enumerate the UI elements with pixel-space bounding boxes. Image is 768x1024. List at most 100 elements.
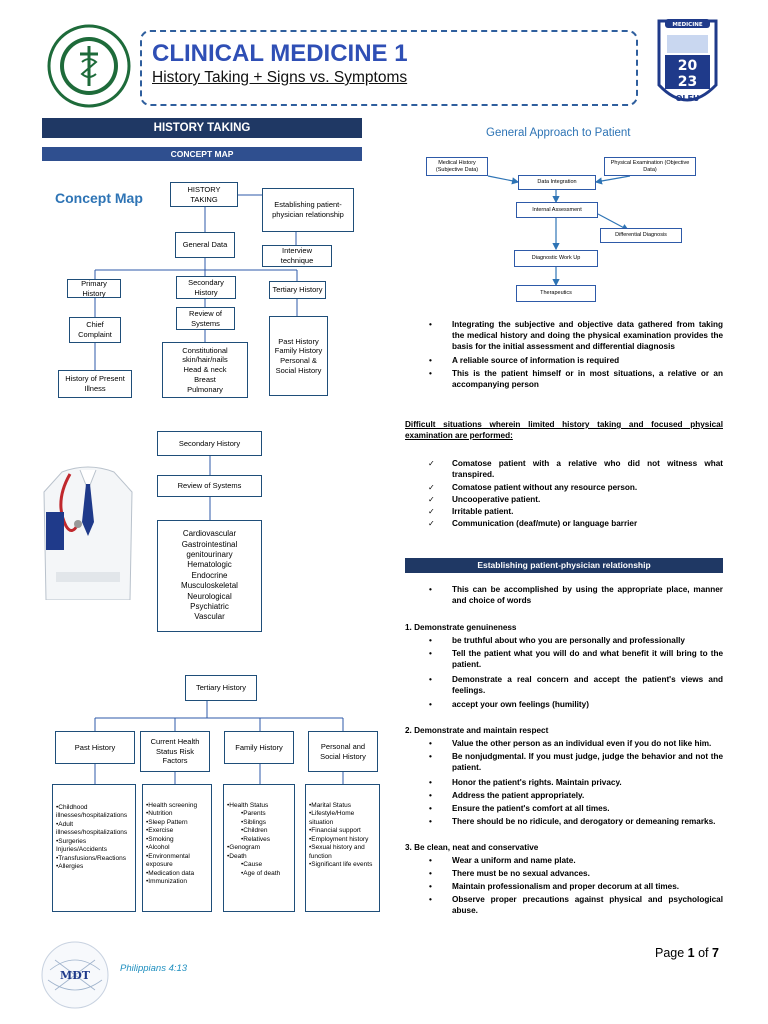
section-item: accept your own feelings (humility) [429,700,723,711]
tertiary-item: Social History [275,365,322,375]
map-primary-history: Primary History [67,279,121,298]
system-item: Head & neck [183,365,227,375]
system-item: Neurological [187,591,232,601]
difficult-item: Communication (deaf/mute) or language ba… [428,519,723,530]
map3-past-list: •Childhood illnesses/hospitalizations •A… [52,784,136,912]
list-item: •Alcohol [146,844,170,852]
section-item: Address the patient appropriately. [429,791,723,802]
bible-verse: Philippians 4:13 [120,963,188,974]
list-item: •Health screening [146,802,198,809]
list-item: •Age of death [241,869,281,877]
system-item: Endocrine [191,570,228,580]
system-item: genitourinary [186,550,233,560]
establishing-intro: This can be accomplished by using the ap… [429,585,723,607]
svg-text:23: 23 [678,74,697,90]
list-item: •Immunization [146,877,187,885]
map-systems-list: Constitutional skin/hair/nails Head & ne… [162,342,248,398]
map-secondary-history: Secondary History [176,276,236,299]
svg-text:MDT: MDT [60,969,91,982]
university-seal-logo [42,24,136,108]
approach-bullet: A reliable source of information is requ… [429,356,723,367]
list-item: •Death [227,852,247,860]
list-item: Injuries/Accidents [56,846,107,854]
svg-text:OLFU: OLFU [676,94,700,103]
map-establishing-relationship: Establishing patient-physician relations… [262,188,354,232]
tertiary-item: Personal & [280,356,317,365]
section-item: Wear a uniform and name plate. [429,856,723,867]
approach-bullet: This is the patient himself or in most s… [429,369,723,391]
system-item: Constitutional [182,345,228,355]
list-item: •Childhood illnesses/hospitalizations [56,804,128,820]
map3-personal-list: •Marital Status •Lifestyle/Home situatio… [305,784,380,912]
list-item: •Sleep Pattern [146,818,188,826]
section-item: Honor the patient's rights. Maintain pri… [429,778,723,789]
map3-past-history: Past History [55,731,135,764]
map3-tertiary-history: Tertiary History [185,675,257,701]
list-item: •Cause [241,861,263,869]
flow-differential-diagnosis: Differential Diagnosis [600,228,682,243]
map-general-data: General Data [175,232,235,258]
list-item: •Adult illnesses/hospitalizations [56,820,128,837]
list-item: •Financial support [309,827,361,835]
map-chief-complaint: Chief Complaint [69,317,121,343]
tertiary-item: Past History [278,336,319,346]
doctor-illustration [42,462,134,601]
list-item: •Parents [241,810,266,818]
history-taking-bar: HISTORY TAKING [42,118,362,138]
map-tertiary-history: Tertiary History [269,281,326,299]
map3-family-list: •Health Status •Parents •Siblings •Child… [223,784,295,912]
approach-bullet: Integrating the subjective and objective… [429,320,723,353]
mdt-footer-logo: MDT [40,940,110,1010]
section-item: Be nonjudgmental. If you must judge, jud… [429,752,723,774]
page-title: CLINICAL MEDICINE 1 [152,40,408,67]
header-frame [140,30,638,106]
difficult-item: Comatose patient without any resource pe… [428,483,723,494]
system-item: Breast [194,374,216,384]
establishing-relationship-bar: Establishing patient-physician relations… [405,558,723,573]
list-item: •Nutrition [146,810,173,818]
section-item: Maintain professionalism and proper deco… [429,882,723,893]
svg-text:20: 20 [678,58,698,74]
section-item: Tell the patient what you will do and wh… [429,649,723,671]
section-item: Ensure the patient's comfort at all time… [429,804,723,815]
map3-current-health: Current Health Status Risk Factors [140,731,210,772]
flow-internal-assessment: Internal Assessment [516,202,598,218]
list-item: •Medication data [146,869,195,877]
section-heading: 2. Demonstrate and maintain respect [405,726,549,735]
tertiary-item: Family History [274,346,323,356]
section-heading: 1. Demonstrate genuineness [405,623,517,632]
list-item: •Relatives [241,835,271,843]
flow-data-integration: Data Integration [518,175,596,190]
map2-secondary-history: Secondary History [157,431,262,456]
section-heading: 3. Be clean, neat and conservative [405,843,539,852]
section-item: Value the other person as an individual … [429,739,723,750]
list-item: •Siblings [241,818,267,826]
map3-current-list: •Health screening •Nutrition •Sleep Patt… [142,784,212,912]
list-item: •Lifestyle/Home situation [309,810,355,826]
system-item: skin/hair/nails [182,355,228,365]
flow-medical-history: Medical History (Subjective Data) [426,157,488,176]
svg-text:MEDICINE: MEDICINE [672,22,703,28]
concept-map-heading: Concept Map [55,190,143,206]
system-item: Musculoskeletal [181,581,238,591]
flow-diagnostic-workup: Diagnostic Work Up [514,250,598,267]
map2-systems-list: Cardiovascular Gastrointestinal genitour… [157,520,262,632]
list-item: •Genogram [227,844,260,852]
general-approach-heading: General Approach to Patient [486,127,631,139]
list-item: •Marital Status [309,802,352,809]
map-tertiary-list: Past History Family History Personal & S… [269,316,328,396]
flow-physical-exam: Physical Examination (Objective Data) [604,157,696,176]
list-item: •Smoking [146,835,174,843]
map-interview-technique: Interview technique [262,245,332,267]
section-item: Observe proper precautions against physi… [429,895,723,917]
section-item: There should be no ridicule, and derogat… [429,817,723,828]
map-review-of-systems: Review of Systems [176,307,235,330]
page-number: Page 1 of 7 [655,946,719,960]
map-history-taking: HISTORY TAKING [170,182,238,207]
difficult-item: Irritable patient. [428,507,723,518]
system-item: Vascular [194,612,225,622]
medicine-2023-badge-logo: 20 23 MEDICINE OLFU [655,15,720,115]
map2-review-of-systems: Review of Systems [157,475,262,497]
